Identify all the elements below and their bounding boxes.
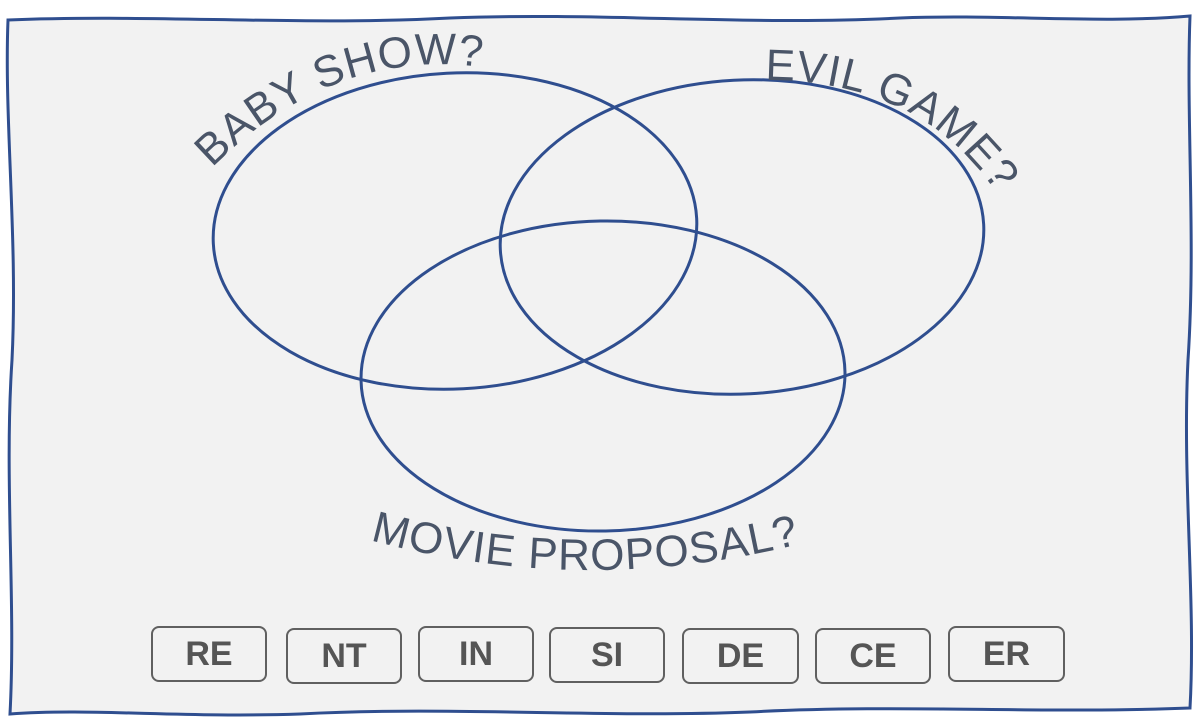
tile-er[interactable]: ER bbox=[948, 626, 1065, 682]
board-frame bbox=[5, 14, 1194, 717]
tile-nt[interactable]: NT bbox=[286, 628, 402, 684]
venn-circle-baby-show bbox=[211, 71, 699, 391]
tile-in[interactable]: IN bbox=[418, 626, 534, 682]
tile-de[interactable]: DE bbox=[682, 628, 799, 684]
tile-si[interactable]: SI bbox=[549, 627, 665, 683]
venn-circle-movie-proposal bbox=[359, 219, 847, 533]
tile-ce[interactable]: CE bbox=[815, 628, 931, 684]
venn-circle-evil-game bbox=[498, 78, 986, 396]
tile-re[interactable]: RE bbox=[151, 626, 267, 682]
